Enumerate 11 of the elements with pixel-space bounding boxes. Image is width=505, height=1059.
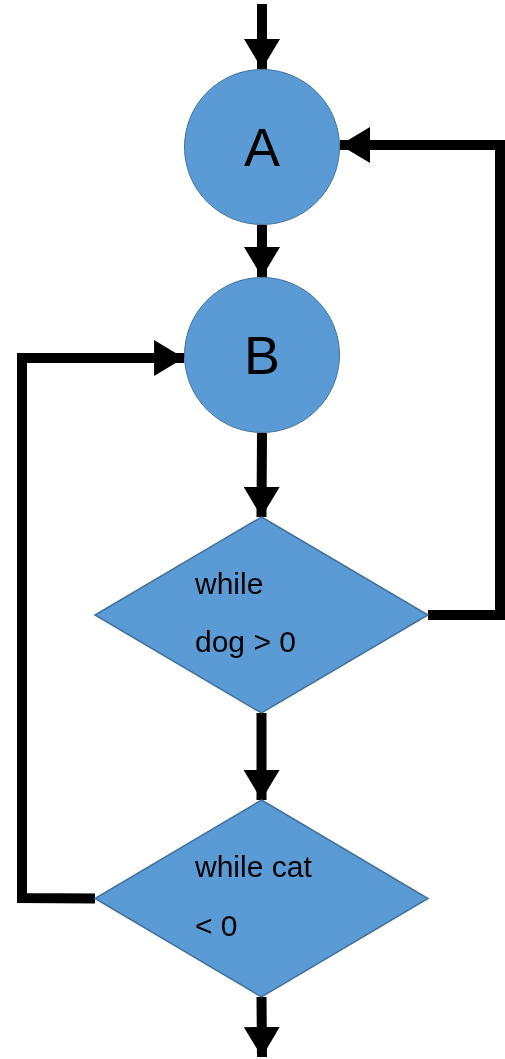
arrow: [339, 127, 505, 620]
arrow: [243, 996, 280, 1058]
arrow: [244, 4, 280, 69]
node-label: A: [244, 120, 280, 174]
condition-text: while cat < 0: [195, 849, 313, 944]
arrow: [244, 225, 280, 277]
arrow: [243, 432, 280, 518]
node-label: B: [244, 328, 280, 382]
arrow: [243, 713, 280, 800]
condition-text: while dog > 0: [195, 565, 297, 660]
arrow: [17, 340, 185, 904]
